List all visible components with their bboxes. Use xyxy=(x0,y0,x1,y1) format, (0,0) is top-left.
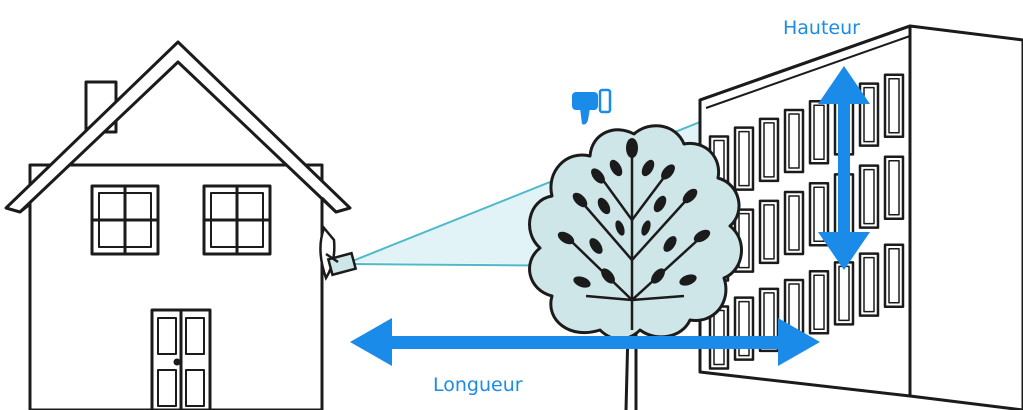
tree-leaves xyxy=(557,138,711,288)
building-window-pane xyxy=(863,256,875,313)
building-window-pane xyxy=(738,130,750,187)
building-window xyxy=(883,73,905,139)
building-window-pane xyxy=(763,122,775,178)
house xyxy=(4,40,352,410)
satellite-dish xyxy=(319,225,358,281)
building-window-pane xyxy=(763,204,775,260)
building-window-pane xyxy=(788,195,800,251)
building-window-pane xyxy=(888,160,900,216)
height-label: Hauteur xyxy=(783,17,860,39)
building-window-pane xyxy=(813,274,825,330)
house-window-left xyxy=(90,184,160,256)
building-window xyxy=(783,108,805,174)
building-side xyxy=(908,24,1023,410)
building-window-pane xyxy=(813,186,825,242)
tree-branches xyxy=(569,150,701,330)
building-window xyxy=(733,296,755,361)
building-window-pane xyxy=(738,300,750,357)
house-door xyxy=(150,308,212,410)
apartment-building xyxy=(698,24,1023,410)
building-window-pane xyxy=(788,113,800,169)
building-window-pane xyxy=(888,248,900,304)
thumbs-down-icon xyxy=(572,88,612,125)
building-window xyxy=(858,164,880,229)
building-window xyxy=(883,155,905,221)
building-window xyxy=(858,82,880,147)
building-window-pane xyxy=(863,168,875,225)
building-window xyxy=(733,126,755,191)
building-window xyxy=(783,190,805,256)
length-arrow xyxy=(350,318,820,366)
height-arrow xyxy=(818,66,870,270)
building-window xyxy=(808,99,830,165)
building-window xyxy=(758,117,780,183)
building-window xyxy=(808,269,830,335)
building-window xyxy=(833,261,855,326)
building-window-pane xyxy=(863,86,875,143)
length-label: Longueur xyxy=(433,374,523,396)
building-window-pane xyxy=(813,104,825,160)
building-window xyxy=(858,252,880,317)
building-window xyxy=(883,243,905,309)
building-window-pane xyxy=(888,78,900,134)
building-window xyxy=(758,199,780,265)
tree xyxy=(528,124,743,410)
house-window-right xyxy=(202,184,272,256)
